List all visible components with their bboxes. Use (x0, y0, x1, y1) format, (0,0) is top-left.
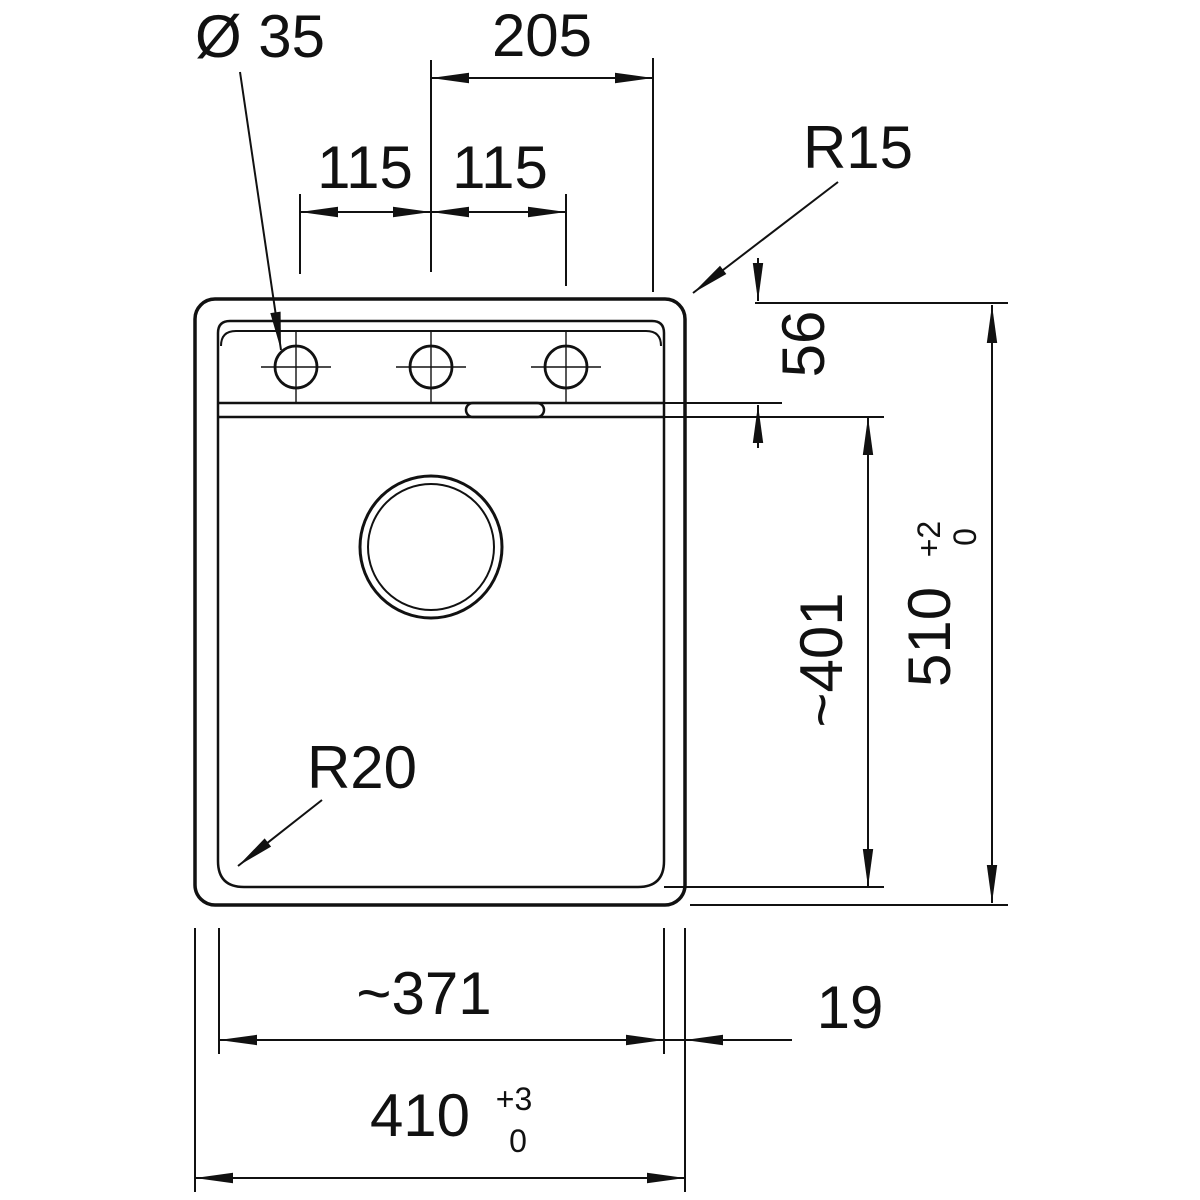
crosshair-center (396, 332, 466, 402)
rim-offset-label: 19 (817, 974, 884, 1041)
drain-circle-outer (358, 474, 504, 620)
bowl-radius-leader (237, 799, 323, 867)
crosshair-left (261, 332, 331, 402)
overall-width-label: 410 (370, 1082, 470, 1149)
hole-diameter-leader (239, 71, 282, 351)
sink-inner-outline (216, 319, 666, 889)
deck-width-label: 205 (492, 2, 592, 69)
bowl-radius-label: R20 (307, 734, 417, 801)
overflow-slot (464, 401, 546, 419)
deck-depth-label: 56 (770, 311, 837, 378)
sink-outer-outline (193, 297, 687, 907)
bowl-width-label: ~371 (356, 960, 491, 1027)
overall-length-label-group: 510 +2 0 (896, 521, 983, 687)
sink-outline-group (193, 297, 687, 907)
overall-length-tol-lower: 0 (947, 528, 983, 546)
hole-diameter-label: Ø 35 (195, 3, 325, 70)
deck-inset-line (220, 330, 662, 347)
outer-radius-label: R15 (803, 114, 913, 181)
overall-width-tol-lower: 0 (509, 1123, 527, 1159)
drain-circle-inner (367, 483, 495, 611)
overall-length-tol-upper: +2 (911, 521, 947, 557)
overall-width-tol-upper: +3 (496, 1081, 532, 1117)
bowl-length-label: ~401 (788, 592, 855, 727)
overall-length-label: 510 (896, 587, 963, 687)
outer-radius-leader (692, 181, 839, 294)
hole-pitch-right-label: 115 (452, 134, 548, 201)
dimension-group: Ø 35 205 115 115 R15 56 ~401 510 (194, 2, 1008, 1192)
hole-pitch-left-label: 115 (317, 134, 413, 201)
crosshair-right (531, 332, 601, 402)
